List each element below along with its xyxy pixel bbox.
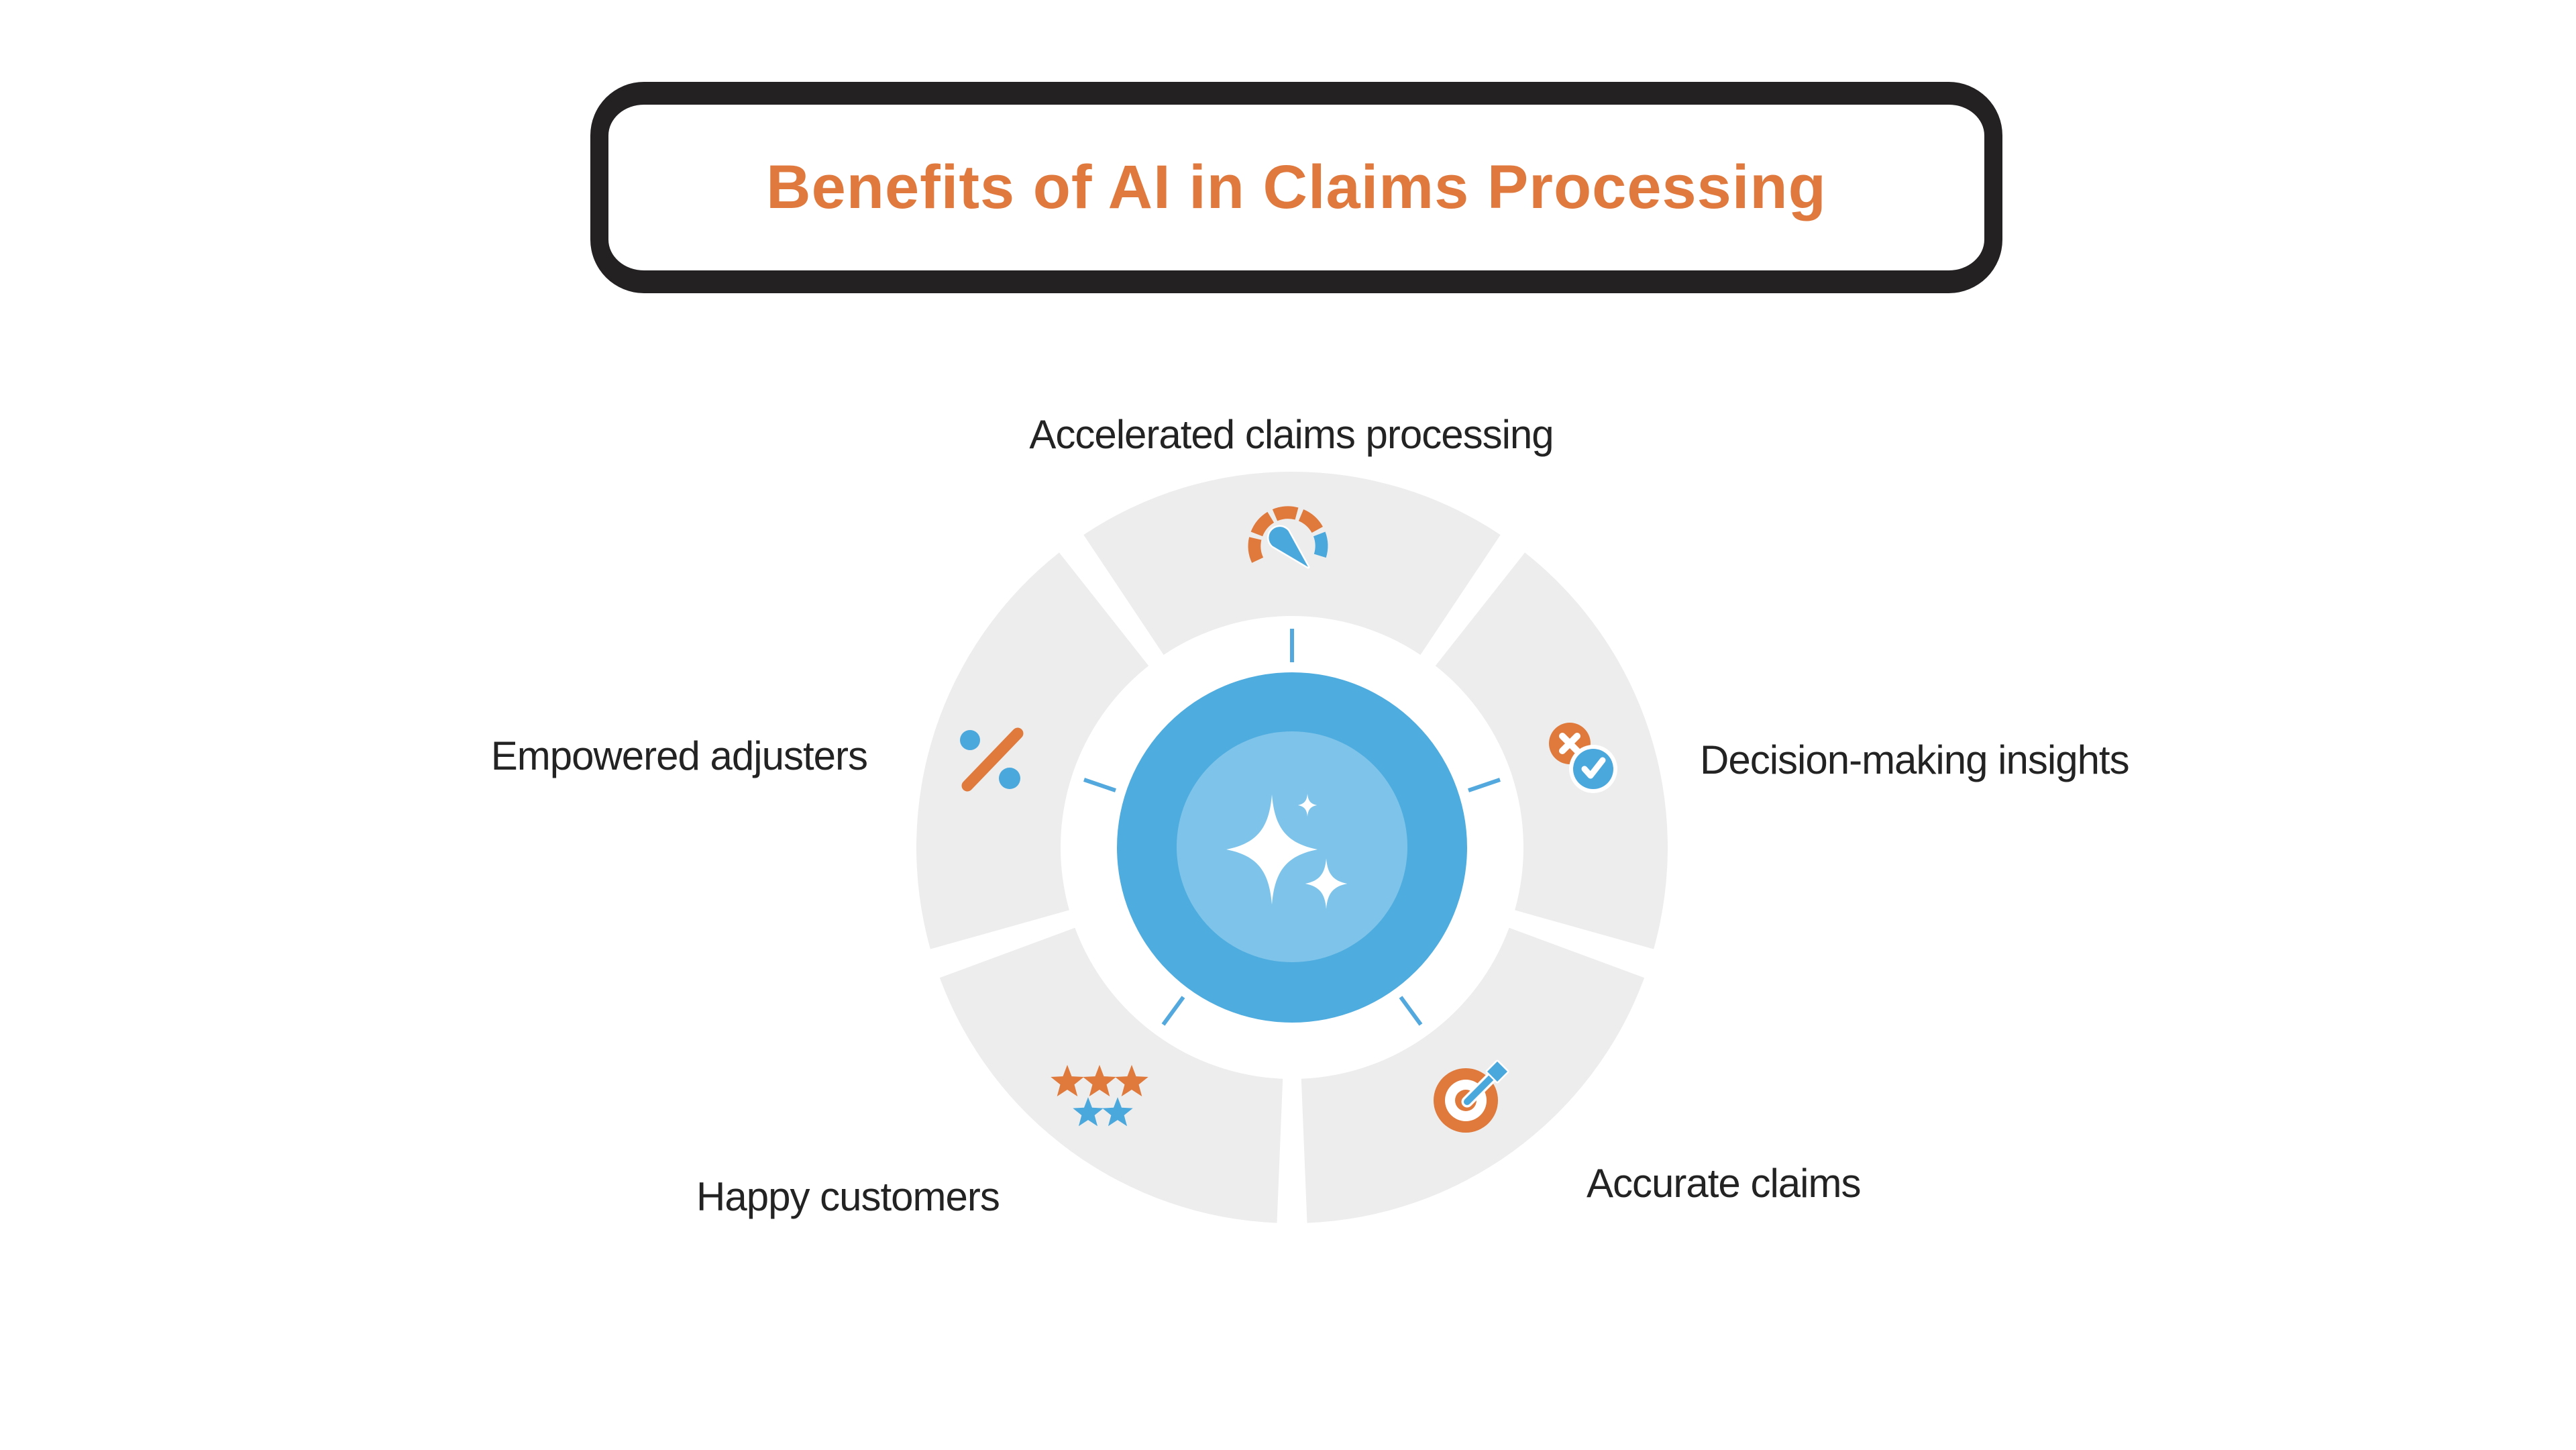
label-decision-making-insights: Decision-making insights [1700, 737, 2130, 782]
wheel-segment-bottom-left [939, 927, 1283, 1223]
percent-icon [960, 727, 1024, 792]
wheel-ticks [1083, 629, 1501, 1026]
target-dart-icon [1434, 1059, 1509, 1133]
label-accelerated-claims-processing: Accelerated claims processing [1029, 412, 1554, 457]
label-empowered-adjusters: Empowered adjusters [490, 733, 868, 778]
label-happy-customers: Happy customers [696, 1174, 1000, 1219]
center-hub [1117, 672, 1467, 1023]
title-box: Benefits of AI in Claims Processing [590, 82, 2002, 293]
label-accurate-claims: Accurate claims [1587, 1161, 1861, 1206]
x-check-icon [1549, 723, 1617, 793]
wheel-segment-top [1083, 472, 1501, 655]
page-title: Benefits of AI in Claims Processing [766, 153, 1827, 221]
speedometer-icon [1248, 506, 1328, 569]
wheel-segment-left [916, 552, 1149, 949]
